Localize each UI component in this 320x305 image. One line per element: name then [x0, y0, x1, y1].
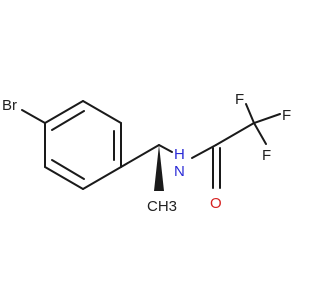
atom-label-layer: Br H N F F F CH3 O: [2, 91, 291, 215]
molecule-structure: Br H N F F F CH3 O: [2, 91, 291, 215]
fluorine-label-2: F: [282, 107, 291, 124]
bond-cf-1: [245, 103, 255, 124]
bond-n-carbonyl: [191, 144, 217, 159]
bond-cf-3: [253, 122, 267, 145]
bond-chiral-n: [158, 144, 173, 153]
wedge-bond-methyl: [154, 145, 164, 191]
bond-cf-2: [253, 113, 281, 124]
oxygen-label: O: [210, 195, 222, 212]
fluorine-label-3: F: [262, 147, 271, 164]
bond-aromatic-3: [51, 159, 85, 180]
bond-br-c: [21, 109, 46, 124]
bond-ring-1: [44, 100, 84, 124]
bond-ring-5: [44, 166, 84, 190]
bond-c-chiral: [120, 144, 160, 168]
methyl-label: CH3: [147, 198, 177, 215]
bromine-label: Br: [2, 97, 17, 114]
bond-ring-4: [82, 166, 122, 190]
bond-ring-2: [82, 100, 122, 124]
nitrogen-hydrogen-label: H: [174, 146, 185, 163]
bond-aromatic-1: [51, 110, 85, 131]
fluorine-label-1: F: [235, 91, 244, 108]
bond-layer: [21, 100, 281, 190]
molecule-canvas: Br H N F F F CH3 O: [2, 91, 291, 215]
nitrogen-label: N: [174, 163, 185, 180]
bond-carbonyl-cf3: [215, 122, 255, 146]
